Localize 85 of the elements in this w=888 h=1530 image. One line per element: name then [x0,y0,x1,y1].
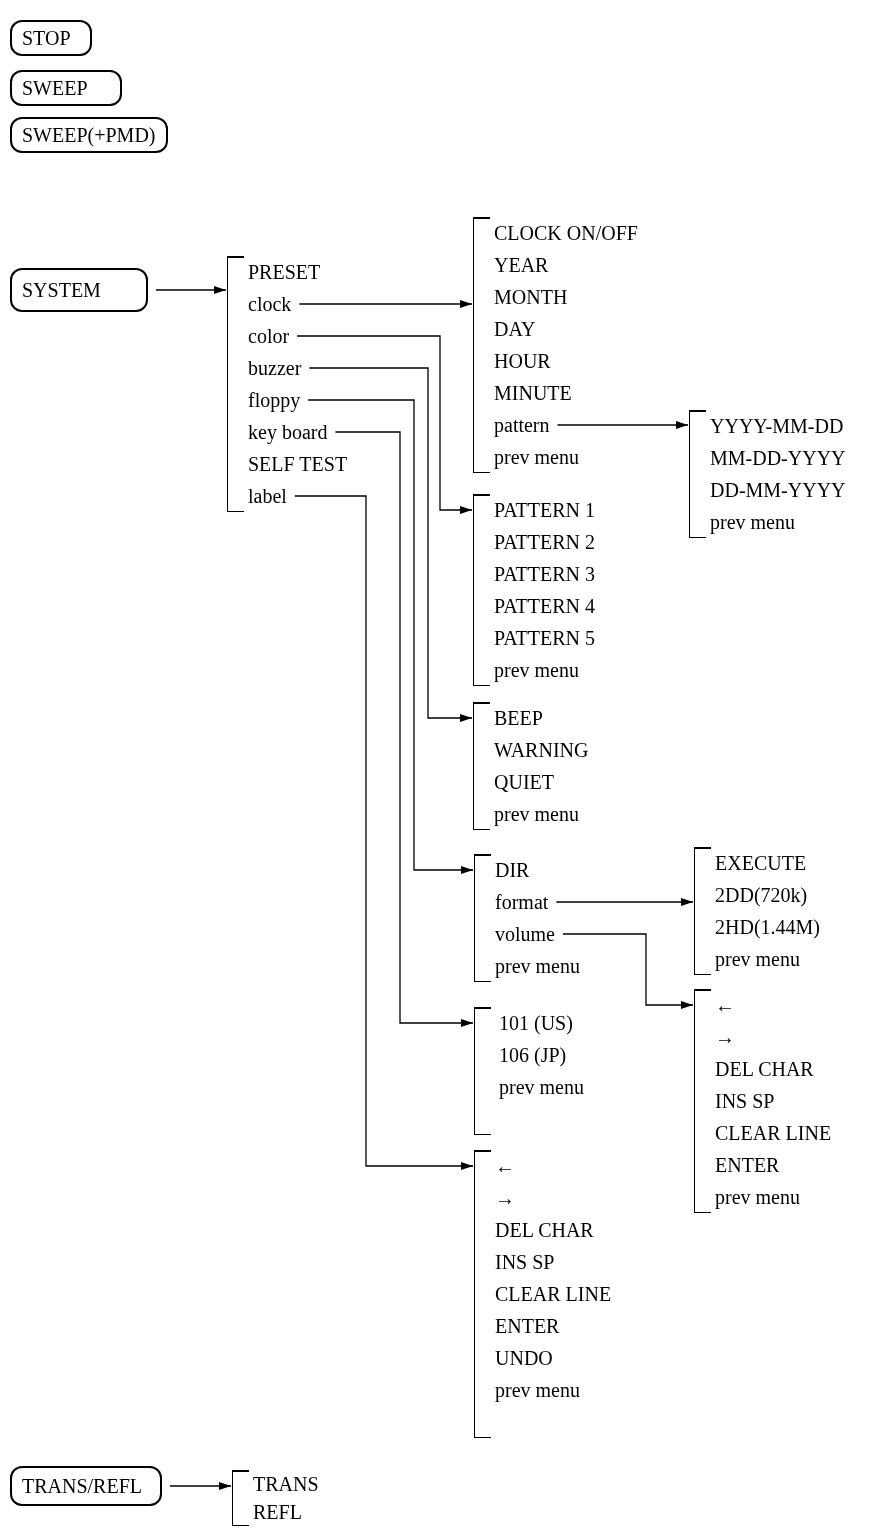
connector-arrow [155,286,227,294]
menu-item: EXECUTE [715,847,807,879]
menu-item: PRESET [248,256,321,288]
connector-arrow [555,898,694,906]
menu-item: DEL CHAR [495,1214,594,1246]
menu-bracket [473,217,638,473]
menu-item: prev menu [494,654,579,686]
menu-key-box: SWEEP(+PMD) [10,117,168,153]
menu-item: HOUR [494,345,551,377]
menu-item: QUIET [494,766,554,798]
menu-item: UNDO [495,1342,553,1374]
menu-item: PATTERN 5 [494,622,595,654]
menu-item: pattern [494,409,550,441]
connector-arrow [298,300,473,308]
menu-key-box: SYSTEM [10,268,148,312]
menu-item: clock [248,288,292,320]
connector-arrow [562,933,694,1009]
menu-bracket [474,1007,584,1135]
menu-item: prev menu [495,1374,580,1406]
menu-bracket [473,494,595,686]
menu-item: CLEAR LINE [495,1278,612,1310]
menu-item: INS SP [715,1085,775,1117]
menu-item: color [248,320,290,352]
menu-item: prev menu [494,798,579,830]
menu-item: PATTERN 1 [494,494,595,526]
menu-item: TRANS [253,1470,319,1498]
menu-item: prev menu [499,1071,584,1103]
menu-item: prev menu [495,950,580,982]
menu-item: PATTERN 2 [494,526,595,558]
menu-item: → [495,1182,515,1214]
menu-key-box: SWEEP [10,70,122,106]
menu-item: DIR [495,854,530,886]
menu-item: buzzer [248,352,302,384]
menu-bracket [474,1150,612,1438]
menu-item: MM-DD-YYYY [710,442,846,474]
menu-bracket [473,702,589,830]
menu-bracket [474,854,580,982]
menu-item: BEEP [494,702,543,734]
menu-item: ← [715,989,735,1021]
menu-item: 106 (JP) [499,1039,567,1071]
menu-item: PATTERN 4 [494,590,595,622]
menu-item: MINUTE [494,377,572,409]
menu-item: prev menu [715,943,800,975]
connector-arrow [307,399,474,874]
connector-arrow [169,1482,232,1490]
menu-item: prev menu [715,1181,800,1213]
menu-item: volume [495,918,555,950]
menu-key-box: STOP [10,20,92,56]
menu-item: key board [248,416,328,448]
menu-bracket [694,989,832,1213]
menu-item: MONTH [494,281,568,313]
menu-item: WARNING [494,734,589,766]
menu-item: 2HD(1.44M) [715,911,820,943]
menu-item: YEAR [494,249,549,281]
connector-arrow [296,335,473,514]
menu-item: YYYY-MM-DD [710,410,844,442]
menu-item: ENTER [715,1149,780,1181]
menu-bracket [232,1470,319,1526]
connector-arrow [556,421,689,429]
menu-item: CLOCK ON/OFF [494,217,638,249]
menu-item: floppy [248,384,301,416]
connector-arrow [334,431,474,1027]
menu-item: REFL [253,1498,302,1526]
menu-bracket [694,847,820,975]
menu-item: prev menu [494,441,579,473]
menu-item: prev menu [710,506,795,538]
connector-arrow [308,367,473,722]
menu-bracket [689,410,846,538]
menu-item: ENTER [495,1310,560,1342]
menu-item: CLEAR LINE [715,1117,832,1149]
menu-item: ← [495,1150,515,1182]
menu-item: DD-MM-YYYY [710,474,846,506]
menu-item: label [248,480,287,512]
menu-key-box: TRANS/REFL [10,1466,162,1506]
connector-arrow [294,495,474,1170]
menu-item: 2DD(720k) [715,879,808,911]
menu-item: INS SP [495,1246,555,1278]
menu-item: format [495,886,549,918]
menu-item: PATTERN 3 [494,558,595,590]
menu-item: SELF TEST [248,448,348,480]
menu-item: DEL CHAR [715,1053,814,1085]
menu-item: → [715,1021,735,1053]
menu-item: 101 (US) [499,1007,573,1039]
menu-bracket [227,256,348,512]
menu-item: DAY [494,313,536,345]
